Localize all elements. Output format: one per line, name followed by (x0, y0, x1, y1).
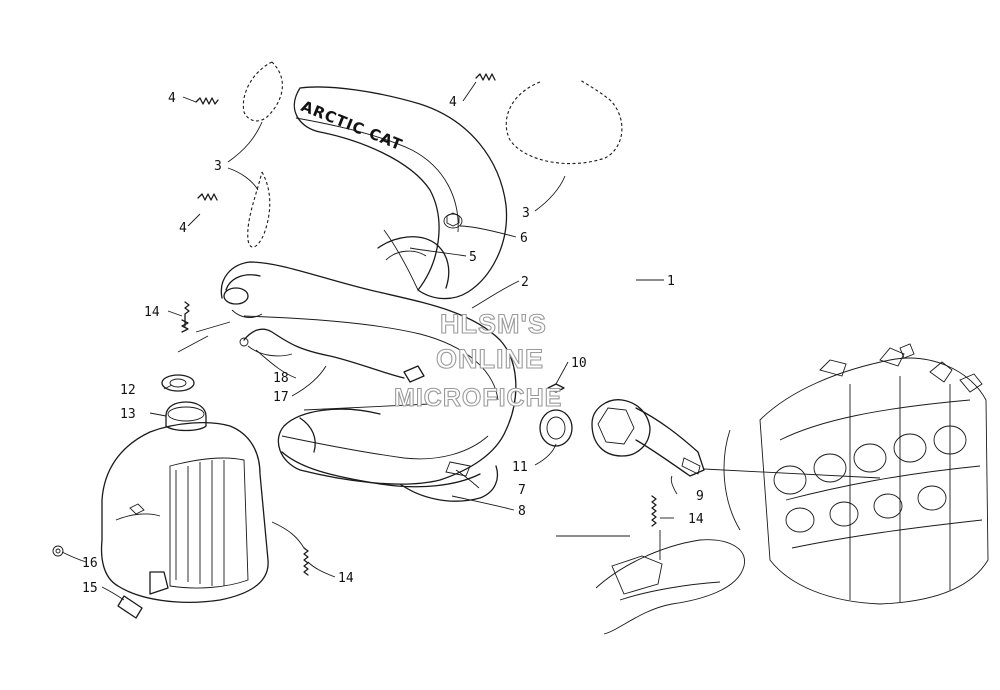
callout-11: 11 (512, 460, 528, 475)
grommet (161, 374, 195, 392)
callout-8: 8 (518, 504, 526, 519)
sensor-cable (239, 328, 425, 383)
callout-18: 18 (273, 371, 289, 386)
chain-clamps (242, 61, 623, 248)
callout-3-right: 3 (522, 206, 530, 221)
muffler (52, 401, 269, 619)
callout-4-left: 4 (179, 221, 187, 236)
callout-16: 16 (82, 556, 98, 571)
callout-5: 5 (469, 250, 477, 265)
callout-9: 9 (696, 489, 704, 504)
springs (181, 73, 657, 576)
callout-15: 15 (82, 581, 98, 596)
callout-labels: 4 3 4 4 3 6 5 2 1 10 11 9 7 8 14 12 13 1… (82, 91, 704, 596)
callout-14-top: 14 (144, 305, 160, 320)
watermark-line-2: ONLINE (436, 344, 544, 374)
watermark: HLSM'S ONLINE MICROFICHE (393, 308, 562, 412)
brand-logo-text: ARCTIC CAT (299, 97, 406, 154)
watermark-line-1: HLSM'S (440, 309, 547, 339)
callout-4-right: 4 (449, 95, 457, 110)
watermark-line-3: MICROFICHE (394, 384, 562, 412)
heat-shield: ARCTIC CAT (293, 86, 508, 300)
callout-4-top: 4 (168, 91, 176, 106)
callout-2: 2 (521, 275, 529, 290)
callout-14-right: 14 (688, 512, 704, 527)
callout-6: 6 (520, 231, 528, 246)
callout-14-lower: 14 (338, 571, 354, 586)
mounting-bracket (556, 535, 745, 635)
callout-12: 12 (120, 383, 136, 398)
callout-17: 17 (273, 390, 289, 405)
callout-10: 10 (571, 356, 587, 371)
callout-7: 7 (518, 483, 526, 498)
callout-3-left: 3 (214, 159, 222, 174)
callout-13: 13 (120, 407, 136, 422)
exhaust-manifold (591, 399, 705, 477)
engine-block (723, 343, 989, 605)
leader-lines (61, 81, 881, 601)
gaskets (539, 383, 573, 447)
callout-1: 1 (667, 274, 675, 289)
expansion-chamber (220, 261, 517, 502)
